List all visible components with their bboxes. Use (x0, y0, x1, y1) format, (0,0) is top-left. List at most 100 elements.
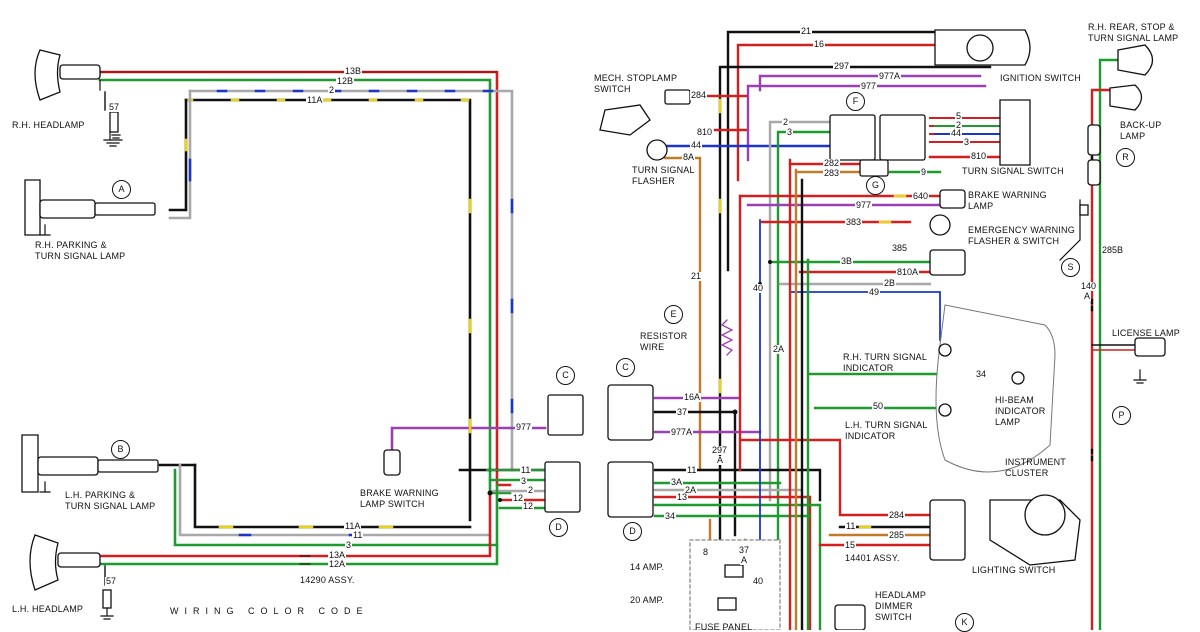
wire-label: 8A (682, 152, 696, 162)
wire-label: 11A (344, 521, 362, 531)
label-fuse-20: 20 AMP. (630, 595, 665, 605)
wire-11a-lower (193, 463, 472, 529)
wire-label: 297 (833, 61, 851, 71)
wire-label: 40 (752, 576, 765, 586)
label-cluster-2: CLUSTER (1005, 468, 1049, 478)
connector-d-right-icon (607, 461, 654, 518)
wire-label: 2 (955, 120, 963, 130)
label-mech-stop-2: SWITCH (594, 84, 631, 94)
lighting-switch-icon (929, 499, 966, 561)
wire-label: 11 (352, 530, 364, 540)
connector-s: S (1061, 258, 1080, 277)
lh-headlamp-icon (29, 534, 59, 591)
wire-label: 977 (855, 200, 873, 210)
label-emergency-2: FLASHER & SWITCH (968, 236, 1060, 246)
resistor-wire-icon (720, 319, 734, 356)
connector-b: B (111, 440, 130, 459)
wire-label: 34 (975, 369, 988, 379)
dimmer-switch-icon (834, 604, 866, 630)
connector-c-right-icon (607, 384, 654, 441)
connector-c-right: C (616, 358, 635, 377)
wire-977 (390, 426, 547, 472)
label-rh-headlamp: R.H. HEADLAMP (12, 120, 85, 130)
wire-label: 3B (840, 256, 854, 266)
label-mech-stop: MECH. STOPLAMP (594, 73, 678, 83)
emergency-flasher-icon (929, 214, 951, 236)
wire-label: 50 (872, 401, 885, 411)
label-rh-indicator-2: INDICATOR (843, 363, 894, 373)
wire-label: 12A (328, 559, 347, 569)
wire-label: A (716, 455, 725, 465)
wire-label: 977A (670, 427, 694, 437)
wire-label: 977A (878, 71, 902, 81)
turn-signal-switch-icon (999, 99, 1031, 166)
wire-12b (98, 78, 512, 495)
wire-label: 285 (888, 530, 906, 540)
label-resistor-2: WIRE (640, 342, 665, 352)
wire-label: 284 (888, 510, 906, 520)
rh-rear-lamp-icon (1117, 44, 1154, 76)
wire-label: 3 (963, 137, 971, 147)
wire-label: 3 (786, 127, 794, 137)
wire-label: 640 (912, 191, 930, 201)
label-lh-parking-2: TURN SIGNAL LAMP (65, 501, 156, 511)
label-ignition: IGNITION SWITCH (1000, 73, 1081, 83)
label-assy-14290: 14290 ASSY. (300, 575, 355, 585)
lh-parking-lamp-icon (21, 434, 39, 493)
wire-label: 16 (813, 39, 826, 49)
connector-p: P (1112, 406, 1131, 425)
wire-label: A (740, 555, 749, 565)
harness-14290 (98, 70, 547, 586)
label-hibeam-2: INDICATOR (995, 406, 1046, 416)
label-rh-parking-2: TURN SIGNAL LAMP (35, 251, 126, 261)
wire-label: 3 (345, 540, 353, 550)
label-hibeam-3: LAMP (995, 417, 1021, 427)
wire-label: 16A (683, 392, 702, 402)
wire-label: A (1083, 291, 1092, 301)
wire-label: 11 (845, 521, 857, 531)
license-lamp-icon (1134, 337, 1166, 357)
wire-label: 2 (782, 117, 790, 127)
wire-label: 383 (845, 217, 863, 227)
label-backup: BACK-UP (1120, 120, 1162, 130)
label-cluster: INSTRUMENT (1005, 457, 1066, 467)
wire-label: 12 (512, 493, 525, 503)
wire-label: 57 (108, 102, 121, 112)
brake-warning-lamp-icon (939, 189, 966, 209)
label-license: LICENSE LAMP (1112, 328, 1180, 338)
rh-parking-lamp-icon (24, 179, 41, 236)
wire-label: 11 (686, 465, 698, 475)
label-emergency: EMERGENCY WARNING (968, 225, 1075, 235)
label-turn-switch: TURN SIGNAL SWITCH (962, 166, 1064, 176)
wire-label: 810 (970, 151, 988, 161)
wire-label: 284 (690, 90, 708, 100)
instrument-cluster-outline (935, 304, 1056, 473)
label-dimmer: HEADLAMP (875, 590, 927, 600)
wire-2 (188, 89, 514, 472)
rh-headlamp-icon (34, 49, 61, 101)
wire-label: 2 (527, 485, 535, 495)
label-rh-rear-2: TURN SIGNAL LAMP (1088, 33, 1179, 43)
connector-d-right: D (623, 522, 642, 541)
label-rh-parking: R.H. PARKING & (35, 240, 107, 250)
wire-label: 297 (711, 445, 729, 455)
wire-13b (98, 70, 512, 487)
label-fuse-14: 14 AMP. (630, 562, 665, 572)
wire-label: 2A (772, 344, 786, 354)
mech-stoplamp-icon (599, 104, 651, 136)
wire-label: 385 (891, 243, 909, 253)
wire-13a (98, 491, 492, 558)
fuse-panel-outline (689, 539, 781, 630)
wire-label: 57 (105, 576, 118, 586)
wire-label: 3A (670, 477, 684, 487)
label-dimmer-2: DIMMER (875, 601, 913, 611)
wire-label: 2A (684, 485, 698, 495)
wire-label: 13 (676, 492, 689, 502)
wire-977a (758, 74, 982, 92)
label-brake-lamp-2: LAMP (968, 201, 994, 211)
turn-flasher-icon (646, 139, 668, 161)
wire-label: 8 (702, 547, 710, 557)
label-color-code: WIRING COLOR CODE (170, 606, 369, 616)
wire-label: 34 (664, 511, 677, 521)
